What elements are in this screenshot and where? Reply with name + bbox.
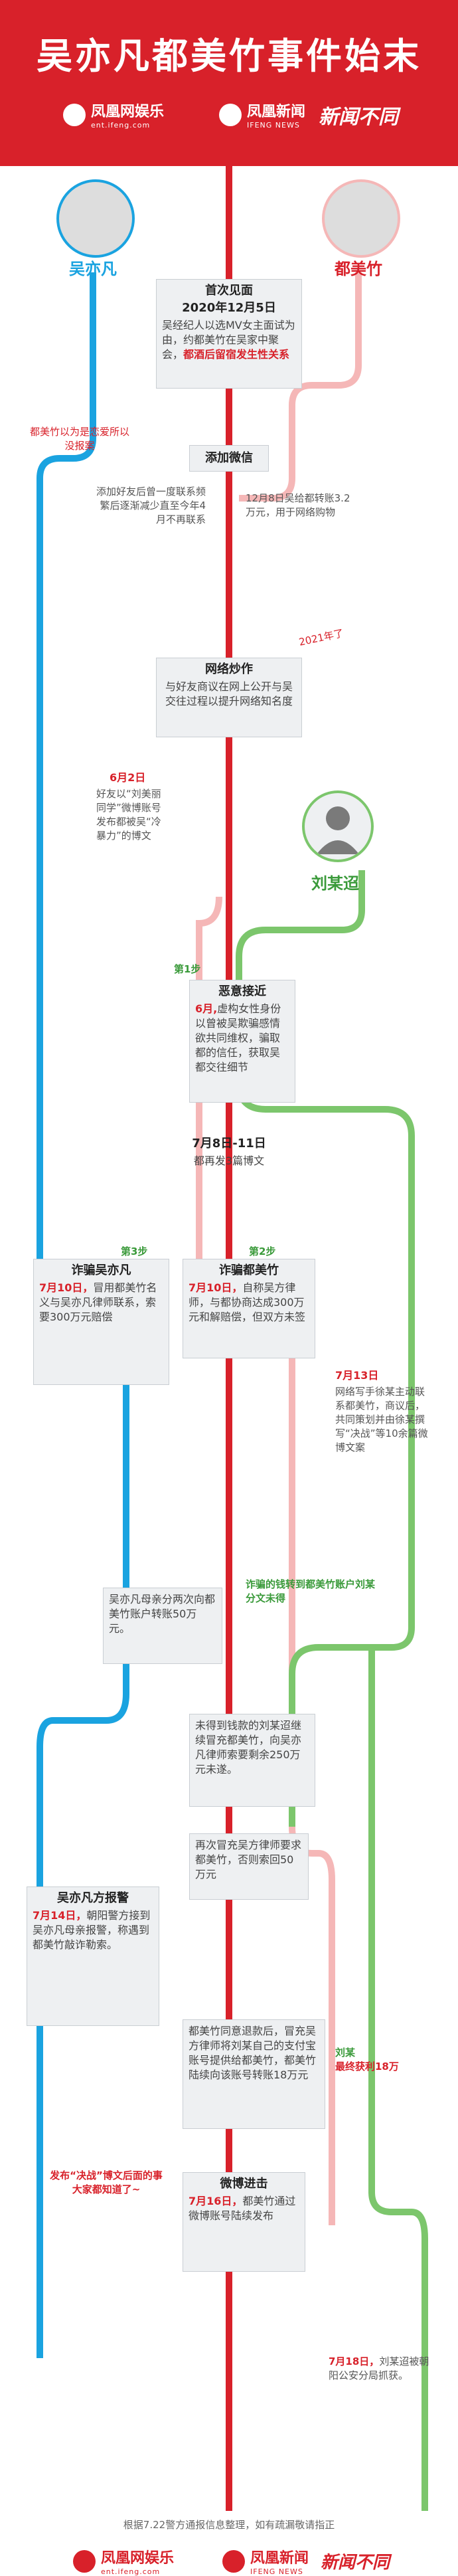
avatar-wu [56,179,135,258]
event-text: 都美竹通过微博账号陆续发布 [189,2195,296,2222]
timeline-tracks [37,166,428,2511]
event-text: 朝阳警方接到吴亦凡母亲报警，称遇到都美竹敲诈勒索。 [33,1909,151,1951]
footer-brand-ent-name: 凤凰网娱乐 [101,2550,175,2567]
event-weibo: 微博进击 7月16日，都美竹通过微博账号陆续发布 [183,2172,305,2272]
refund-note-prefix: 刘某 [335,2047,356,2059]
event-fraud-du: 诈骗都美竹 7月10日，自称吴方律师，与都协商达成300万元和解赔偿，但双方未签 [183,1259,315,1358]
event-date: 7月16日， [189,2195,243,2207]
name-du: 都美竹 [335,260,382,278]
event-approach: 恶意接近 6月,虚构女性身份以曾被吴欺骗感情欲共同维权，骗取都的信任，获取吴都交… [189,980,295,1103]
event-date: 7月10日， [39,1281,94,1294]
event-text: 自称吴方律师，与都协商达成300万元和解赔偿，但双方未签 [189,1281,306,1323]
event-july18: 7月18日，刘某迢被朝阳公安分局抓获。 [329,2355,435,2383]
event-text: 刘某迢被朝阳公安分局抓获。 [329,2355,429,2381]
event-july8: 7月8日-11日 都再发3篇博文 [176,1133,282,1186]
july13-date: 7月13日 [335,1369,379,1382]
event-title: 微博进击 [220,2177,268,2191]
event-report: 吴亦凡方报警 7月14日，朝阳警方接到吴亦凡母亲报警，称遇到都美竹敲诈勒索。 [27,1886,159,2026]
event-date: 2020年12月5日 [182,301,276,315]
note-wechat-left: 添加好友后曾一度联系频繁后逐渐减少直至今年4月不再联系 [96,486,206,525]
event-title: 首次见面 [205,284,253,298]
weibo-red-note: 发布“决战”博文后面的事大家都知道了~ [50,2169,163,2195]
step-1: 第1步 [174,963,201,975]
event-fraud-wu: 诈骗吴亦凡 7月10日，冒用都美竹名义与吴亦凡律师联系，索要300万元赔偿 [33,1259,169,1385]
note-wechat-right: 12月8日吴给都转账3.2万元，用于网络购物 [246,492,350,518]
event-text: 再次冒充吴方律师要求都美竹，否则索回50万元 [195,1839,302,1881]
step-2: 第2步 [249,1245,276,1257]
june2-text: 好友以“刘美丽同学”微博账号发布都被吴“冷暴力”的博文 [96,788,161,842]
avatar-du [322,179,400,258]
event-date: 7月8日-11日 [192,1137,266,1150]
avatar-liu [302,790,374,862]
refund-note: 刘某 最终获利18万 [335,2046,435,2074]
event-title: 诈骗都美竹 [219,1263,279,1277]
event-date: 7月18日， [329,2355,380,2367]
footer-brand-news-tagline: 新闻不同 [321,2553,390,2573]
event-date: 7月10日， [189,1281,243,1294]
brand-news-tagline: 新闻不同 [319,105,399,129]
event-text: 未得到钱款的刘某迢继续冒充都美竹，向吴亦凡律师索要剩余250万元未遂。 [195,1719,302,1776]
name-liu: 刘某迢 [311,874,359,893]
event-extort2: 再次冒充吴方律师要求都美竹，否则索回50万元 [189,1833,309,1900]
transfer50-note: 诈骗的钱转到都美竹账户刘某分文未得 [246,1578,376,1604]
event-text: 冒用都美竹名义与吴亦凡律师联系，索要300万元赔偿 [39,1281,157,1323]
event-title: 添加微信 [205,451,253,465]
event-text: 都再发3篇博文 [193,1154,265,1167]
event-date: 7月14日， [33,1909,87,1922]
event-highlight: 都酒后留宿发生性关系 [183,348,290,361]
person-placeholder-icon [317,806,359,854]
brand-ent-url: ent.ifeng.com [91,121,151,130]
event-hype: 网络炒作 与好友商议在网上公开与吴交往过程以提升网络知名度 [156,658,302,737]
event-text: 吴亦凡母亲分两次向都美竹账户转账50万元。 [109,1593,216,1635]
brand-ent-name: 凤凰网娱乐 [91,104,165,120]
event-extort250: 未得到钱款的刘某迢继续冒充都美竹，向吴亦凡律师索要剩余250万元未遂。 [189,1714,315,1807]
event-title: 吴亦凡方报警 [57,1891,129,1905]
phoenix-logo-icon [219,103,242,126]
footer-brand-ent-url: ent.ifeng.com [101,2567,161,2576]
name-wu: 吴亦凡 [69,260,117,278]
event-transfer50: 吴亦凡母亲分两次向都美竹账户转账50万元。 [103,1588,222,1664]
june2-date: 6月2日 [110,771,146,784]
event-date: 6月, [195,1002,218,1015]
footer-brand-news-en: IFENG NEWS [250,2567,303,2576]
step-3: 第3步 [121,1245,148,1257]
brand-news-name: 凤凰新闻 [247,104,306,120]
event-title: 恶意接近 [218,984,266,998]
event-text: 与好友商议在网上公开与吴交往过程以提升网络知名度 [165,680,293,707]
event-refund: 都美竹同意退款后，冒充吴方律师将刘某自己的支付宝账号提供给都美竹，都美竹陆续向该… [183,2019,325,2129]
july13-text: 网络写手徐某主动联系都美竹，商议后，共同策划并由徐某撰写“决战”等10余篇微博文… [335,1386,428,1453]
phoenix-logo-icon [222,2549,245,2573]
event-title: 诈骗吴亦凡 [71,1263,131,1277]
event-text: 虚构女性身份以曾被吴欺骗感情欲共同维权，骗取都的信任，获取吴都交往细节 [195,1002,281,1073]
event-first-meet: 首次见面 2020年12月5日 吴经纪人以选MV女主面试为由，约都美竹在吴家中聚… [156,279,302,389]
green-track [236,870,428,2511]
note-wechat-red: 都美竹以为是恋爱所以没报案 [29,426,129,452]
phoenix-logo-icon [73,2549,96,2573]
event-text: 吴经纪人以选MV女主面试为由，约都美竹在吴家中聚会， [162,319,295,361]
page-title: 吴亦凡都美竹事件始末 [37,35,421,77]
brand-news-en: IFENG NEWS [247,121,300,130]
event-text: 都美竹同意退款后，冒充吴方律师将刘某自己的支付宝账号提供给都美竹，都美竹陆续向该… [189,2025,317,2081]
event-wechat: 添加微信 [189,445,269,472]
event-title: 网络炒作 [205,662,253,676]
refund-note-highlight: 最终获利18万 [335,2061,399,2072]
footer-brand-news-name: 凤凰新闻 [250,2550,309,2567]
phoenix-logo-icon [63,103,86,126]
pink-track [196,272,362,2225]
footer-note: 根据7.22警方通报信息整理，如有疏漏敬请指正 [123,2519,335,2531]
